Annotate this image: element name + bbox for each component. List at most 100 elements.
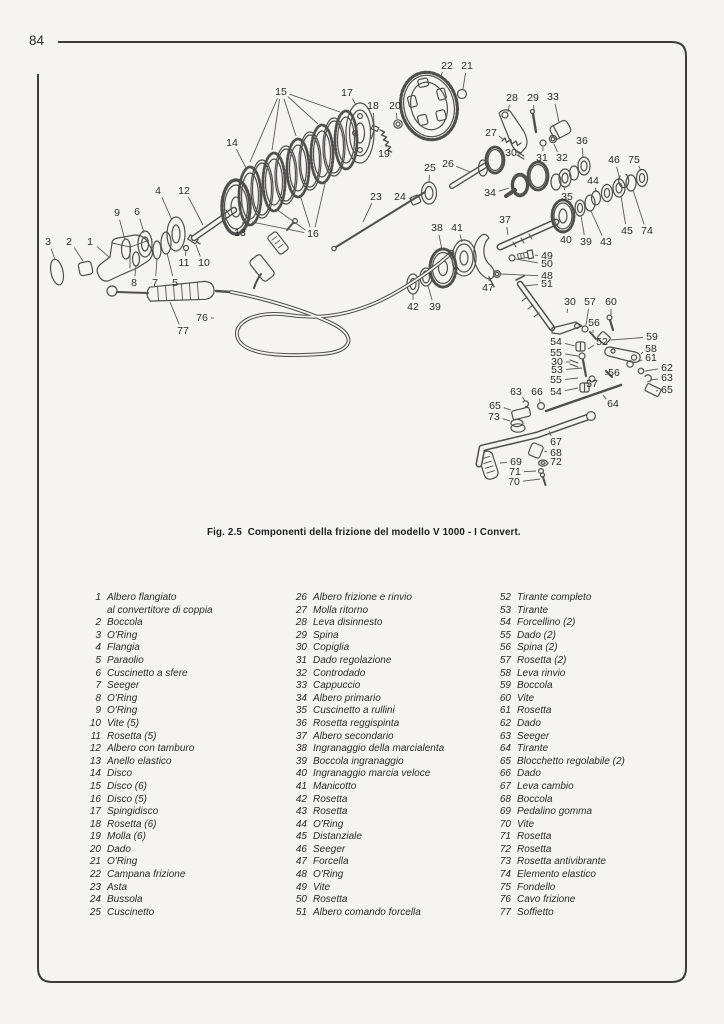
callout-49: 49 [541,250,553,262]
callout-27: 27 [485,127,497,139]
callout-leader [352,98,357,106]
parts-item-label: Pedalino gomma [517,806,593,818]
callout-30: 30 [551,356,563,368]
parts-item-number: 46 [295,843,307,855]
callout-leader [632,189,645,225]
parts-item-label: Rosetta [313,806,348,818]
callout-leader [73,247,84,262]
parts-item-number: 75 [499,881,511,893]
callout-leader [251,221,305,234]
callout-32: 32 [556,152,568,164]
parts-item-label: Spingidisco [107,806,159,818]
callout-leader [499,461,508,464]
parts-item-number: 27 [295,604,307,616]
parts-item-label: Forcella [313,856,349,868]
callout-70: 70 [508,476,520,488]
callout-leader [620,195,626,225]
callout-75: 75 [628,154,640,166]
callout-39: 39 [580,236,592,248]
callout-39: 39 [429,301,441,313]
part-fork-group [473,233,583,335]
callout-40: 40 [560,234,572,246]
part-input-gear-group [331,145,506,252]
parts-item: al convertitore di coppia [86,605,213,618]
callout-12: 12 [178,185,190,197]
parts-item-label: Dado (2) [517,629,556,641]
callout-24: 24 [394,191,406,203]
parts-item-number: 9 [95,705,101,717]
parts-item-label: Rosetta [517,831,552,843]
parts-item-label: Dado [517,768,541,780]
parts-item-label: Cuscinetto a sfere [107,667,188,679]
parts-item-number: 70 [499,818,511,830]
parts-item-label: Dado [517,717,541,729]
parts-item-label: Disco (5) [107,793,148,805]
parts-item-label: Rosetta [517,705,552,717]
parts-item-number: 21 [89,856,101,868]
parts-item-number: 53 [499,604,511,616]
callout-leader [587,344,595,350]
callout-64: 64 [607,398,619,410]
parts-item-number: 61 [499,705,511,717]
callout-leader [602,394,607,400]
callout-leader [638,165,642,172]
parts-item-label: al convertitore di coppia [107,604,213,616]
parts-item-number: 22 [89,869,101,881]
callout-leader [289,93,341,113]
callout-57: 57 [586,378,598,390]
callout-leader [395,112,398,120]
callout-leader [594,187,597,193]
callout-30: 30 [505,147,517,159]
parts-item-number: 52 [499,592,511,603]
callout-68: 68 [550,447,562,459]
part-drum-shaft [190,178,252,242]
callout-leader [161,197,173,221]
parts-item-number: 38 [295,743,307,755]
callout-leader [564,387,579,392]
callout-leader [184,249,187,257]
parts-item-label: Paraolio [107,654,144,666]
parts-item-label: Cavo frizione [517,894,576,906]
callout-leader [506,226,509,236]
callout-leader [650,378,659,381]
callout-leader [287,96,319,125]
callout-leader [564,353,579,357]
part-spring-nut-group [370,119,403,153]
page-number: 84 [29,33,45,48]
callout-leader [640,351,644,355]
parts-item-label: Disco [107,768,133,780]
parts-item-number: 72 [499,843,511,855]
callout-63: 63 [510,386,522,398]
parts-item-number: 44 [295,818,307,830]
callout-15: 15 [275,86,287,98]
callout-37: 37 [499,214,511,226]
parts-item-label: Vite [517,692,535,704]
parts-item-label: Boccola ingranaggio [313,755,404,767]
parts-item-label: Blocchetto regolabile (2) [517,755,625,767]
callout-62: 62 [661,362,673,374]
